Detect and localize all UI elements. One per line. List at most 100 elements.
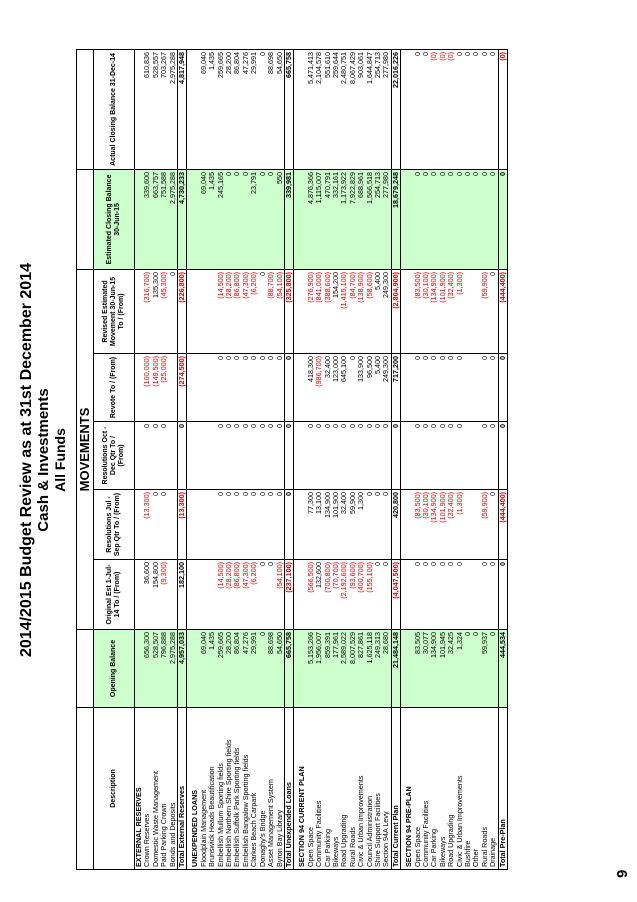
cell-3: (83,500) bbox=[413, 489, 422, 560]
report-title: 2014/2015 Budget Review as at 31st Decem… bbox=[18, 263, 35, 658]
cell-3: (59,900) bbox=[480, 489, 490, 560]
cell-5: 133,900 bbox=[357, 353, 366, 422]
row-description: Total Pre-Plan bbox=[498, 707, 508, 870]
empty-cell bbox=[134, 559, 144, 630]
cell-2: (70,700) bbox=[331, 559, 341, 630]
empty-cell bbox=[405, 629, 414, 708]
cell-6: (444,400) bbox=[498, 269, 508, 354]
row-description: Other bbox=[472, 707, 481, 870]
cell-2: (86,800) bbox=[233, 559, 242, 630]
cell-8: 0 bbox=[489, 49, 499, 170]
cell-6: (1,300) bbox=[455, 269, 465, 354]
cell-4: 0 bbox=[438, 421, 448, 490]
cell-3: 0 bbox=[225, 489, 234, 560]
cell-1: 859,391 bbox=[323, 629, 332, 708]
cell-3: 420,800 bbox=[391, 489, 401, 560]
cell-2 bbox=[199, 559, 209, 630]
cell-5: 0 bbox=[216, 353, 226, 422]
cell-4: 0 bbox=[323, 421, 332, 490]
cell-3: (13,300) bbox=[177, 489, 187, 560]
cell-5: 0 bbox=[348, 353, 358, 422]
cell-3: (134,900) bbox=[430, 489, 439, 560]
cell-8: 88,698 bbox=[267, 49, 276, 170]
empty-cell bbox=[134, 421, 144, 490]
cell-3: 101,900 bbox=[331, 489, 341, 560]
cell-2: 0 bbox=[480, 559, 490, 630]
cell-6: 135,300 bbox=[151, 269, 161, 354]
cell-7: 0 bbox=[480, 169, 490, 270]
cell-5: 645,100 bbox=[340, 353, 349, 422]
row-description: Byron Bay Library bbox=[275, 707, 285, 870]
cell-8: 528,557 bbox=[151, 49, 161, 170]
cell-1: 21,484,148 bbox=[391, 629, 401, 708]
cell-7: 0 bbox=[413, 169, 422, 270]
cell-2: (237,100) bbox=[284, 559, 294, 630]
cell-3: 1,300 bbox=[357, 489, 366, 560]
table-row: Byron Bay Library54,650(54,100)000(54,10… bbox=[275, 49, 285, 870]
cell-7: 0 bbox=[430, 169, 439, 270]
cell-2: 0 bbox=[373, 559, 383, 630]
cell-3 bbox=[208, 489, 217, 560]
row-description: Bushfire bbox=[464, 707, 473, 870]
cell-6: 249,300 bbox=[382, 269, 392, 354]
empty-cell bbox=[191, 269, 200, 354]
cell-4: 0 bbox=[447, 421, 456, 490]
cell-6: (84,700) bbox=[348, 269, 358, 354]
cell-8: 0 bbox=[480, 49, 490, 170]
cell-2: (28,200) bbox=[225, 559, 234, 630]
cell-2: (700,800) bbox=[323, 559, 332, 630]
cell-1: 28,200 bbox=[225, 629, 234, 708]
cell-7: 245,165 bbox=[216, 169, 226, 270]
cell-7: 0 bbox=[241, 169, 251, 270]
cell-5: 0 bbox=[498, 353, 508, 422]
cell-8: 8,067,429 bbox=[348, 49, 358, 170]
cell-5: 0 bbox=[225, 353, 234, 422]
cell-8: 259,644 bbox=[331, 49, 341, 170]
cell-6: (316,700) bbox=[143, 269, 152, 354]
table-row: Crown Reserves656,30036,600(13,300)0(100… bbox=[143, 49, 152, 870]
cell-1: 2,975,288 bbox=[168, 629, 178, 708]
row-description: Drainage bbox=[489, 707, 499, 870]
cell-2: (566,500) bbox=[306, 559, 316, 630]
cell-2: 0 bbox=[267, 559, 276, 630]
cell-3: 32,400 bbox=[340, 489, 349, 560]
row-description: Rural Roads bbox=[480, 707, 490, 870]
cell-3: 0 bbox=[365, 489, 374, 560]
row-description: Community Facilities bbox=[315, 707, 324, 870]
table-row: Civic & Urban Improvements1,3240(1,300)0… bbox=[455, 49, 465, 870]
cell-2: (400,700) bbox=[357, 559, 366, 630]
cell-1: 0 bbox=[489, 629, 499, 708]
cell-4: 0 bbox=[480, 421, 490, 490]
cell-1: 88,698 bbox=[267, 629, 276, 708]
section-title: SECTION 94 CURRENT PLAN bbox=[298, 707, 307, 870]
cell-5: (149,500) bbox=[151, 353, 161, 422]
cell-6: (83,500) bbox=[413, 269, 422, 354]
cell-6: (2,804,900) bbox=[391, 269, 401, 354]
cell-4: 0 bbox=[365, 421, 374, 490]
cell-8: 54,650 bbox=[275, 49, 285, 170]
cell-4: 0 bbox=[258, 421, 268, 490]
cell-1: 528,507 bbox=[151, 629, 161, 708]
cell-3: 0 bbox=[151, 489, 161, 560]
row-description: Car Parking bbox=[323, 707, 332, 870]
cell-6 bbox=[472, 269, 481, 354]
cell-7: 1,435 bbox=[208, 169, 217, 270]
cell-1: 29,991 bbox=[250, 629, 259, 708]
cell-3: 0 bbox=[489, 489, 499, 560]
column-header-2: Original Est 1-Jul-14 To / (From) bbox=[93, 559, 135, 630]
row-description: Bikeways bbox=[438, 707, 448, 870]
section-title-row: EXTERNAL RESERVES bbox=[134, 49, 144, 870]
cell-2: 0 bbox=[258, 559, 268, 630]
cell-5: 0 bbox=[480, 353, 490, 422]
cell-8: 47,276 bbox=[241, 49, 251, 170]
report-subtitle-2: All Funds bbox=[51, 428, 68, 492]
cell-6 bbox=[464, 269, 473, 354]
column-header-5: Revote To / (From) bbox=[93, 353, 135, 422]
cell-7: 0 bbox=[472, 169, 481, 270]
